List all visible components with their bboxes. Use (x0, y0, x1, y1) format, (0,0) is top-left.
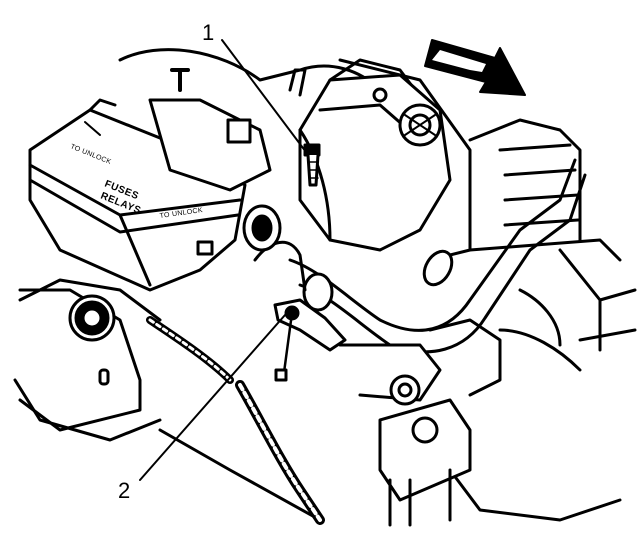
callout-1-label: 1 (202, 20, 214, 45)
direction-arrow-icon (424, 39, 526, 96)
wiring-harness (146, 204, 325, 525)
ground-bracket (273, 298, 347, 382)
lower-right-components (338, 318, 582, 527)
bolt-part (303, 143, 321, 187)
relay-solenoid (148, 68, 307, 192)
reservoir (298, 73, 452, 252)
leader-lines (139, 39, 307, 481)
left-panel (18, 288, 142, 432)
callout-2-label: 2 (118, 478, 130, 503)
